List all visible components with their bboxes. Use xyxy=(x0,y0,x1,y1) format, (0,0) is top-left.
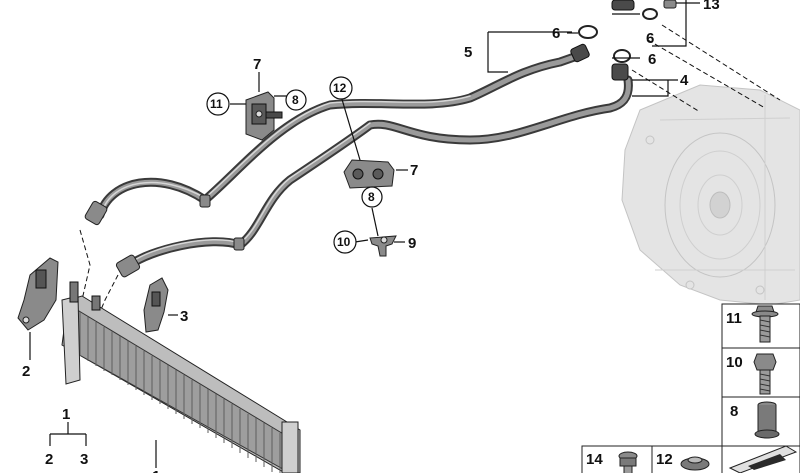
callout-8-circled-middle: 8 xyxy=(368,190,375,204)
bracket-upper xyxy=(245,91,283,141)
callout-9: 9 xyxy=(408,235,416,252)
callout-1-radiator: 1 xyxy=(152,468,160,473)
callout-6-mid: 6 xyxy=(646,30,654,47)
connection-line xyxy=(79,229,91,301)
transmission-connection-fittings xyxy=(578,0,677,63)
callout-2: 2 xyxy=(22,363,30,380)
callout-11-circled: 11 xyxy=(210,97,223,111)
callout-3: 3 xyxy=(180,308,188,325)
callout-6-top: 6 xyxy=(552,25,560,42)
legend-num-8: 8 xyxy=(730,403,738,420)
alignment-line xyxy=(661,24,781,101)
pipe-clip xyxy=(199,194,211,208)
pipe-fitting xyxy=(570,43,590,63)
transmission-oil-cooler xyxy=(61,281,301,473)
pipe-fitting xyxy=(611,63,629,81)
retaining-clip xyxy=(369,235,397,257)
alignment-line xyxy=(647,39,766,109)
legend-num-10: 10 xyxy=(726,354,743,371)
connection-line xyxy=(99,274,119,313)
callout-1-sub-3: 3 xyxy=(80,451,88,468)
callout-1: 1 xyxy=(62,406,70,423)
callout-6-low: 6 xyxy=(648,51,656,68)
legend-num-12: 12 xyxy=(656,451,673,468)
legend-num-11: 11 xyxy=(726,310,742,327)
pipe-fitting xyxy=(84,200,108,226)
flange-bolt-icon xyxy=(751,305,779,343)
callout-10-circled: 10 xyxy=(337,235,351,249)
pipe-fitting xyxy=(115,254,141,278)
pipe-clip xyxy=(233,237,245,251)
callout-1-sub-2: 2 xyxy=(45,451,53,468)
callout-12-circled: 12 xyxy=(333,81,347,95)
callout-5: 5 xyxy=(464,44,472,61)
mounting-bracket-left xyxy=(17,257,59,331)
sleeve-icon xyxy=(754,401,780,439)
callout-7-upper: 7 xyxy=(253,56,261,73)
bracket-middle xyxy=(343,159,395,189)
callout-8-circled-upper: 8 xyxy=(292,93,299,107)
nut-icon xyxy=(680,456,710,471)
callout-4: 4 xyxy=(680,72,689,89)
alignment-line xyxy=(631,69,701,113)
transmission-housing-ghost xyxy=(621,84,800,306)
mounting-bracket-right xyxy=(143,277,169,333)
legend-num-14: 14 xyxy=(586,451,603,468)
plate-icon xyxy=(728,445,798,473)
callout-13: 13 xyxy=(703,0,720,13)
oil-cooler-line-upper xyxy=(95,50,585,220)
hex-screw-icon xyxy=(753,353,777,395)
parts-legend: 11 10 8 14 12 xyxy=(581,303,800,473)
screw-icon xyxy=(618,451,638,473)
callout-7-middle: 7 xyxy=(410,162,418,179)
